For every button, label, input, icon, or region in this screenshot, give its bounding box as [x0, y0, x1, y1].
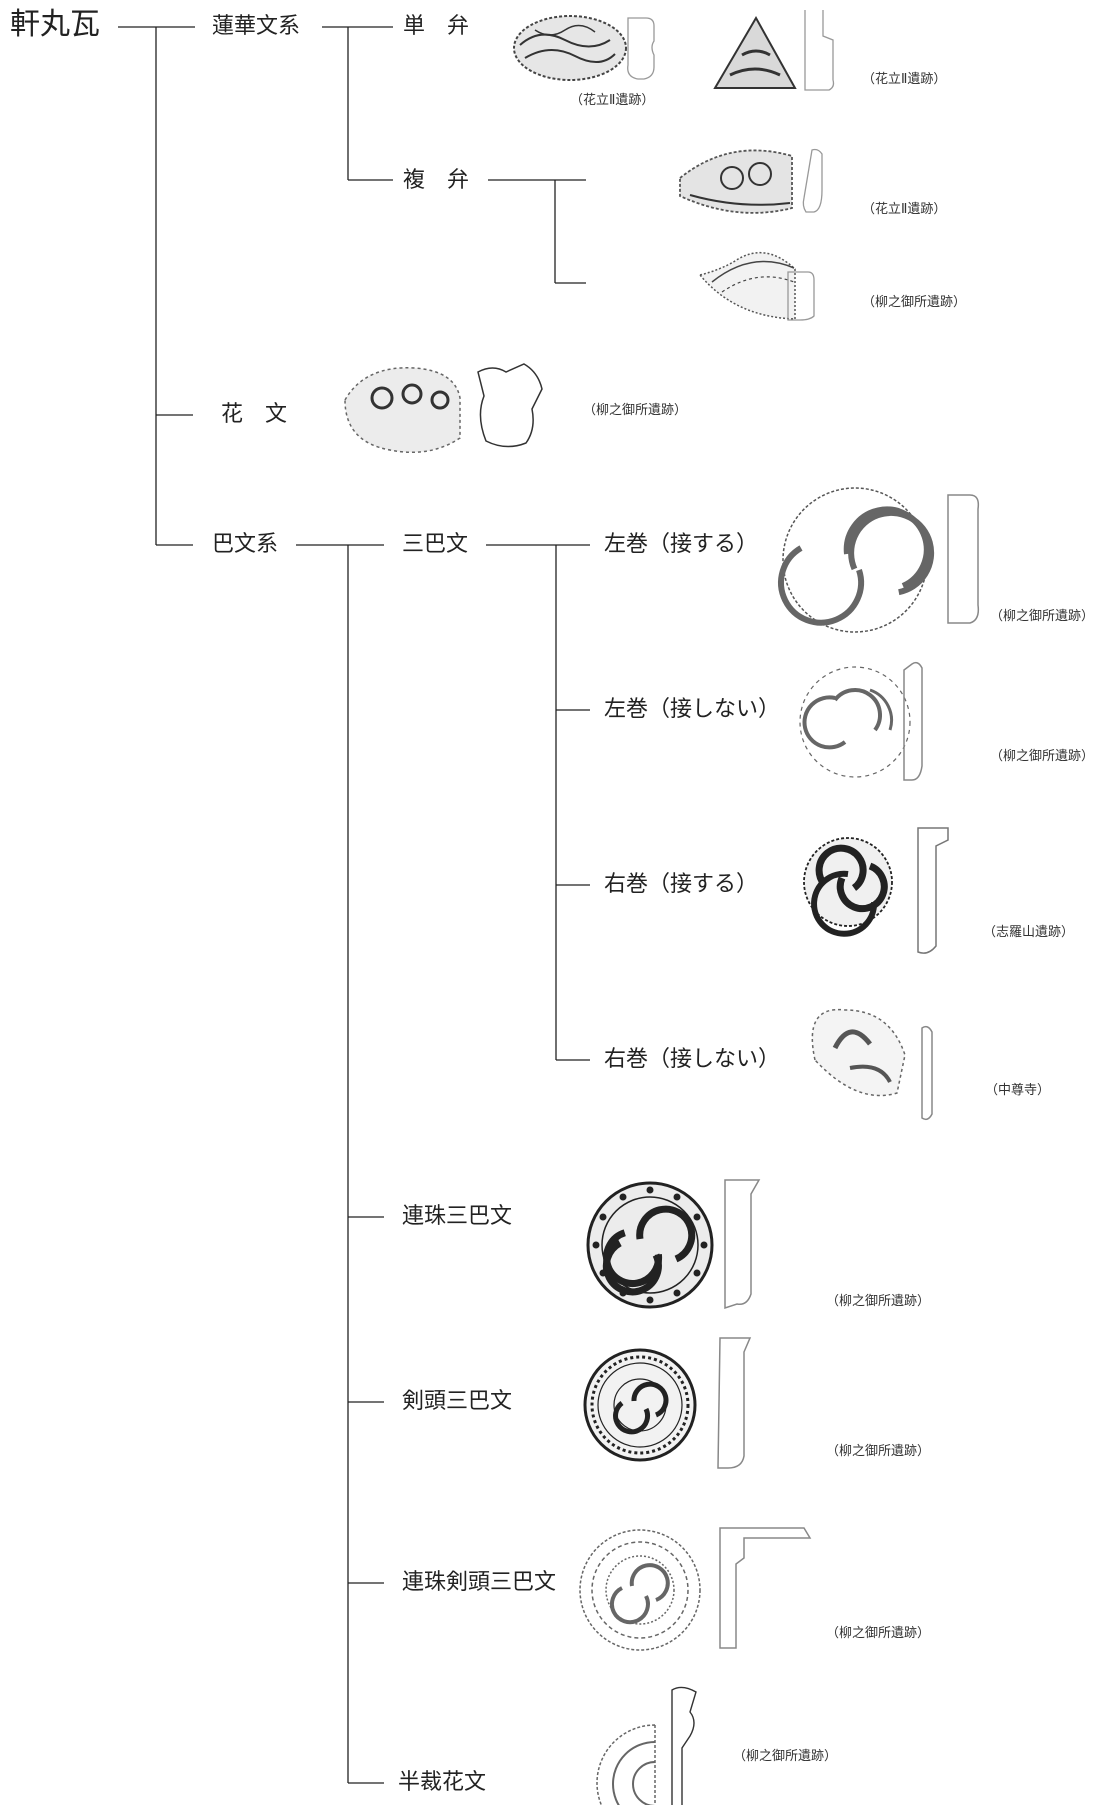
source-label: （花立Ⅱ遺跡）	[862, 72, 947, 87]
mitsudomoe-label: 三巴文	[402, 532, 469, 557]
tile-drawing-fukuben-1	[679, 148, 823, 214]
hansai-kamon-label: 半裁花文	[398, 1770, 487, 1795]
tile-drawing-renju-kento-mitsudomoe	[579, 1527, 812, 1651]
tile-drawing-migimaki-1	[803, 827, 949, 954]
migimaki-setsu-label: 右巻（接する）	[604, 872, 759, 897]
source-label: （柳之御所遺跡）	[990, 749, 1095, 764]
migimaki-hisetsu-label: 右巻（接しない）	[604, 1047, 781, 1072]
tile-drawing-tanben-1	[513, 15, 655, 81]
kamon-label: 花 文	[221, 402, 288, 427]
source-label: （柳之御所遺跡）	[583, 403, 688, 418]
tile-drawing-migimaki-2	[811, 1008, 933, 1121]
tile-drawing-fukuben-2	[698, 251, 815, 321]
source-label: （柳之御所遺跡）	[990, 609, 1095, 624]
source-label: （花立Ⅱ遺跡）	[862, 202, 947, 217]
tile-drawing-hidarimaki-1	[778, 487, 980, 633]
tile-drawing-renju-mitsudomoe	[586, 1179, 761, 1310]
source-label: （花立Ⅱ遺跡）	[570, 93, 655, 108]
source-label: （柳之御所遺跡）	[826, 1294, 931, 1309]
source-label: （柳之御所遺跡）	[862, 295, 967, 310]
kento-mitsudomoe-label: 剣頭三巴文	[402, 1389, 513, 1414]
source-label: （中尊寺）	[985, 1083, 1051, 1098]
source-label: （柳之御所遺跡）	[733, 1749, 838, 1764]
renju-mitsudomoe-label: 連珠三巴文	[402, 1204, 513, 1229]
tomoe-group-label: 巴文系	[212, 532, 279, 557]
tile-drawing-hidarimaki-2	[799, 661, 923, 781]
source-label: （志羅山遺跡）	[983, 925, 1075, 940]
root-label: 軒丸瓦	[10, 7, 100, 42]
tile-drawing-tanben-2	[713, 10, 835, 91]
source-label: （柳之御所遺跡）	[826, 1626, 931, 1641]
tile-drawing-hansai-kamon	[596, 1686, 697, 1805]
tile-drawing-kento-mitsudomoe	[583, 1337, 752, 1469]
hidarimaki-hisetsu-label: 左巻（接しない）	[604, 697, 781, 722]
tanben-label: 単 弁	[403, 14, 470, 39]
source-label: （柳之御所遺跡）	[826, 1444, 931, 1459]
renju-kento-mitsudomoe-label: 連珠剣頭三巴文	[402, 1570, 557, 1595]
fukuben-label: 複 弁	[403, 168, 470, 193]
tile-drawing-kamon	[344, 363, 543, 453]
hidarimaki-setsu-label: 左巻（接する）	[604, 532, 759, 557]
renge-group-label: 蓮華文系	[212, 14, 301, 39]
